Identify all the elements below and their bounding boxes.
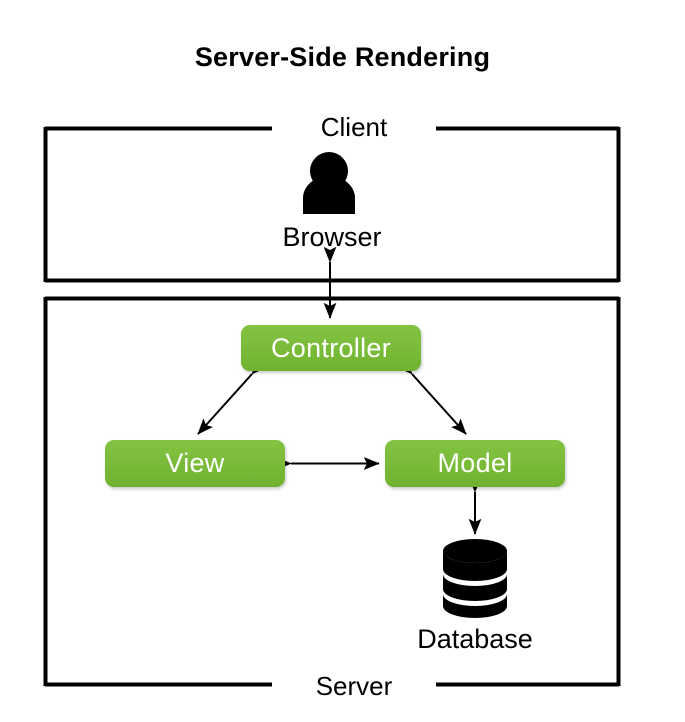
zone-label-client: Client — [272, 112, 436, 142]
node-label-view: View — [165, 448, 225, 478]
page-title: Server-Side Rendering — [194, 42, 491, 72]
node-label-browser: Browser — [282, 222, 382, 252]
node-view[interactable]: View — [105, 440, 285, 487]
node-label-model: Model — [437, 448, 513, 478]
connector-controller-view — [197, 358, 267, 435]
node-label-database: Database — [417, 624, 533, 654]
user-icon — [303, 152, 355, 214]
node-label-controller: Controller — [270, 332, 392, 363]
database-icon — [443, 539, 507, 618]
node-controller[interactable]: Controller — [241, 325, 421, 371]
zone-label-server: Server — [272, 671, 436, 701]
node-model[interactable]: Model — [385, 440, 565, 487]
connector-controller-model — [397, 358, 467, 435]
